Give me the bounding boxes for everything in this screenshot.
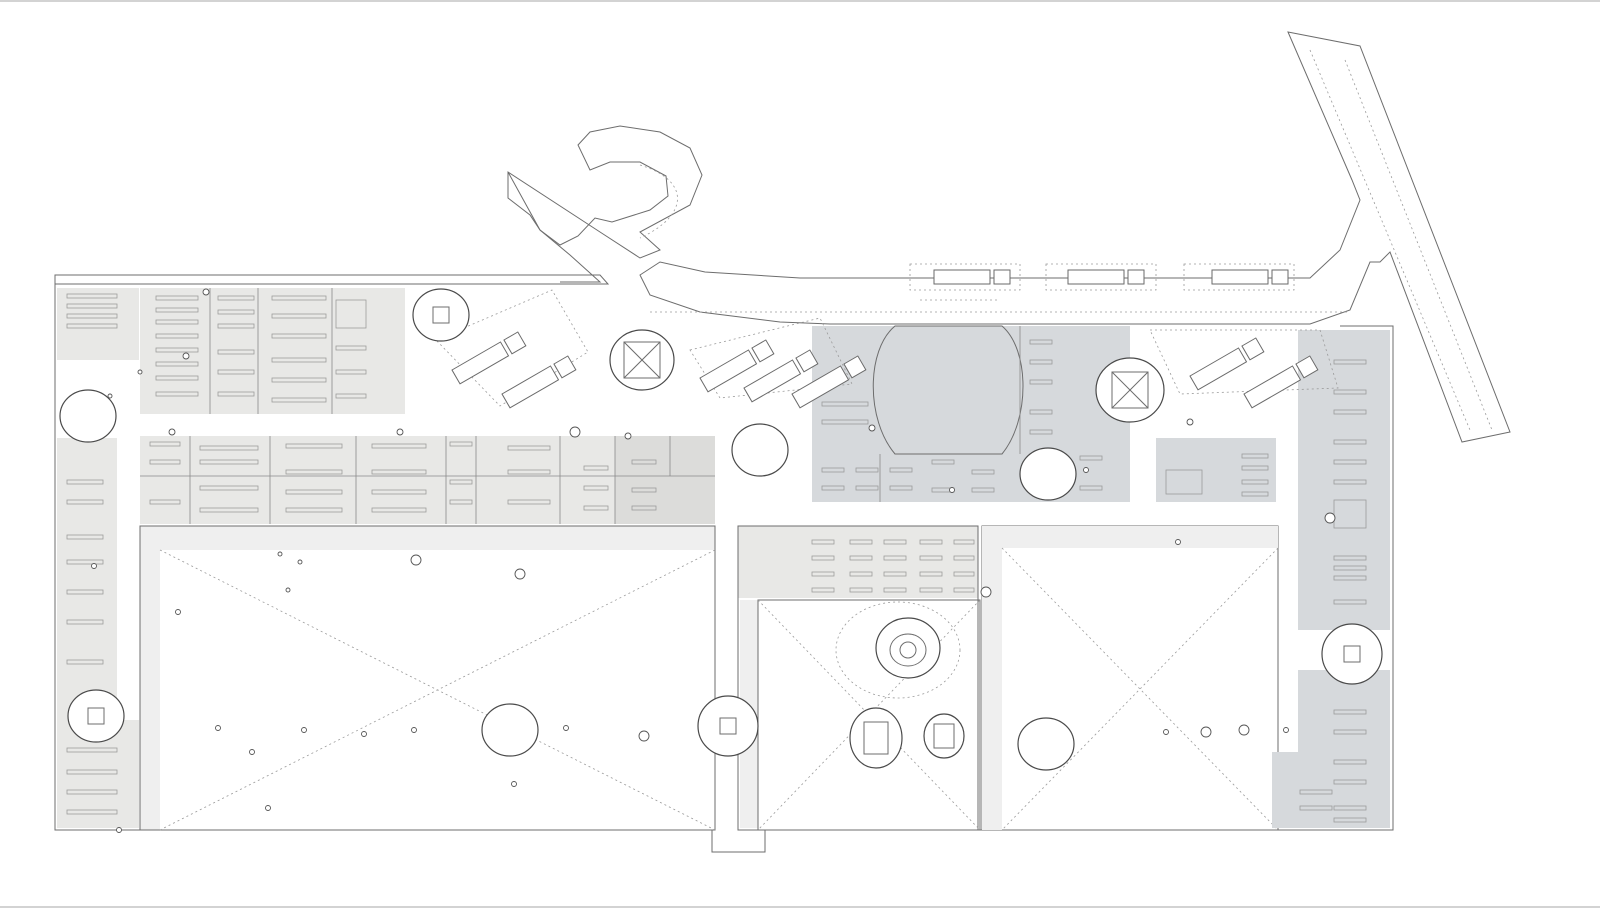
annex-block: [1156, 438, 1276, 502]
access-road: [639, 31, 1511, 443]
loading-docks: [435, 263, 1339, 407]
stair-core-icon: [59, 288, 1383, 771]
large-hall-left: [139, 525, 716, 831]
truck-icon: [451, 269, 1319, 409]
storage-block-middle: [140, 436, 715, 524]
central-upper-block: [812, 325, 1130, 502]
left-wing: [57, 288, 139, 828]
column-icon: [91, 288, 1336, 833]
central-hall: [737, 525, 981, 831]
curved-ramp: [507, 125, 703, 283]
right-wing: [1272, 330, 1390, 828]
storage-block-upper: [140, 288, 405, 414]
large-hall-right: [981, 525, 1279, 831]
